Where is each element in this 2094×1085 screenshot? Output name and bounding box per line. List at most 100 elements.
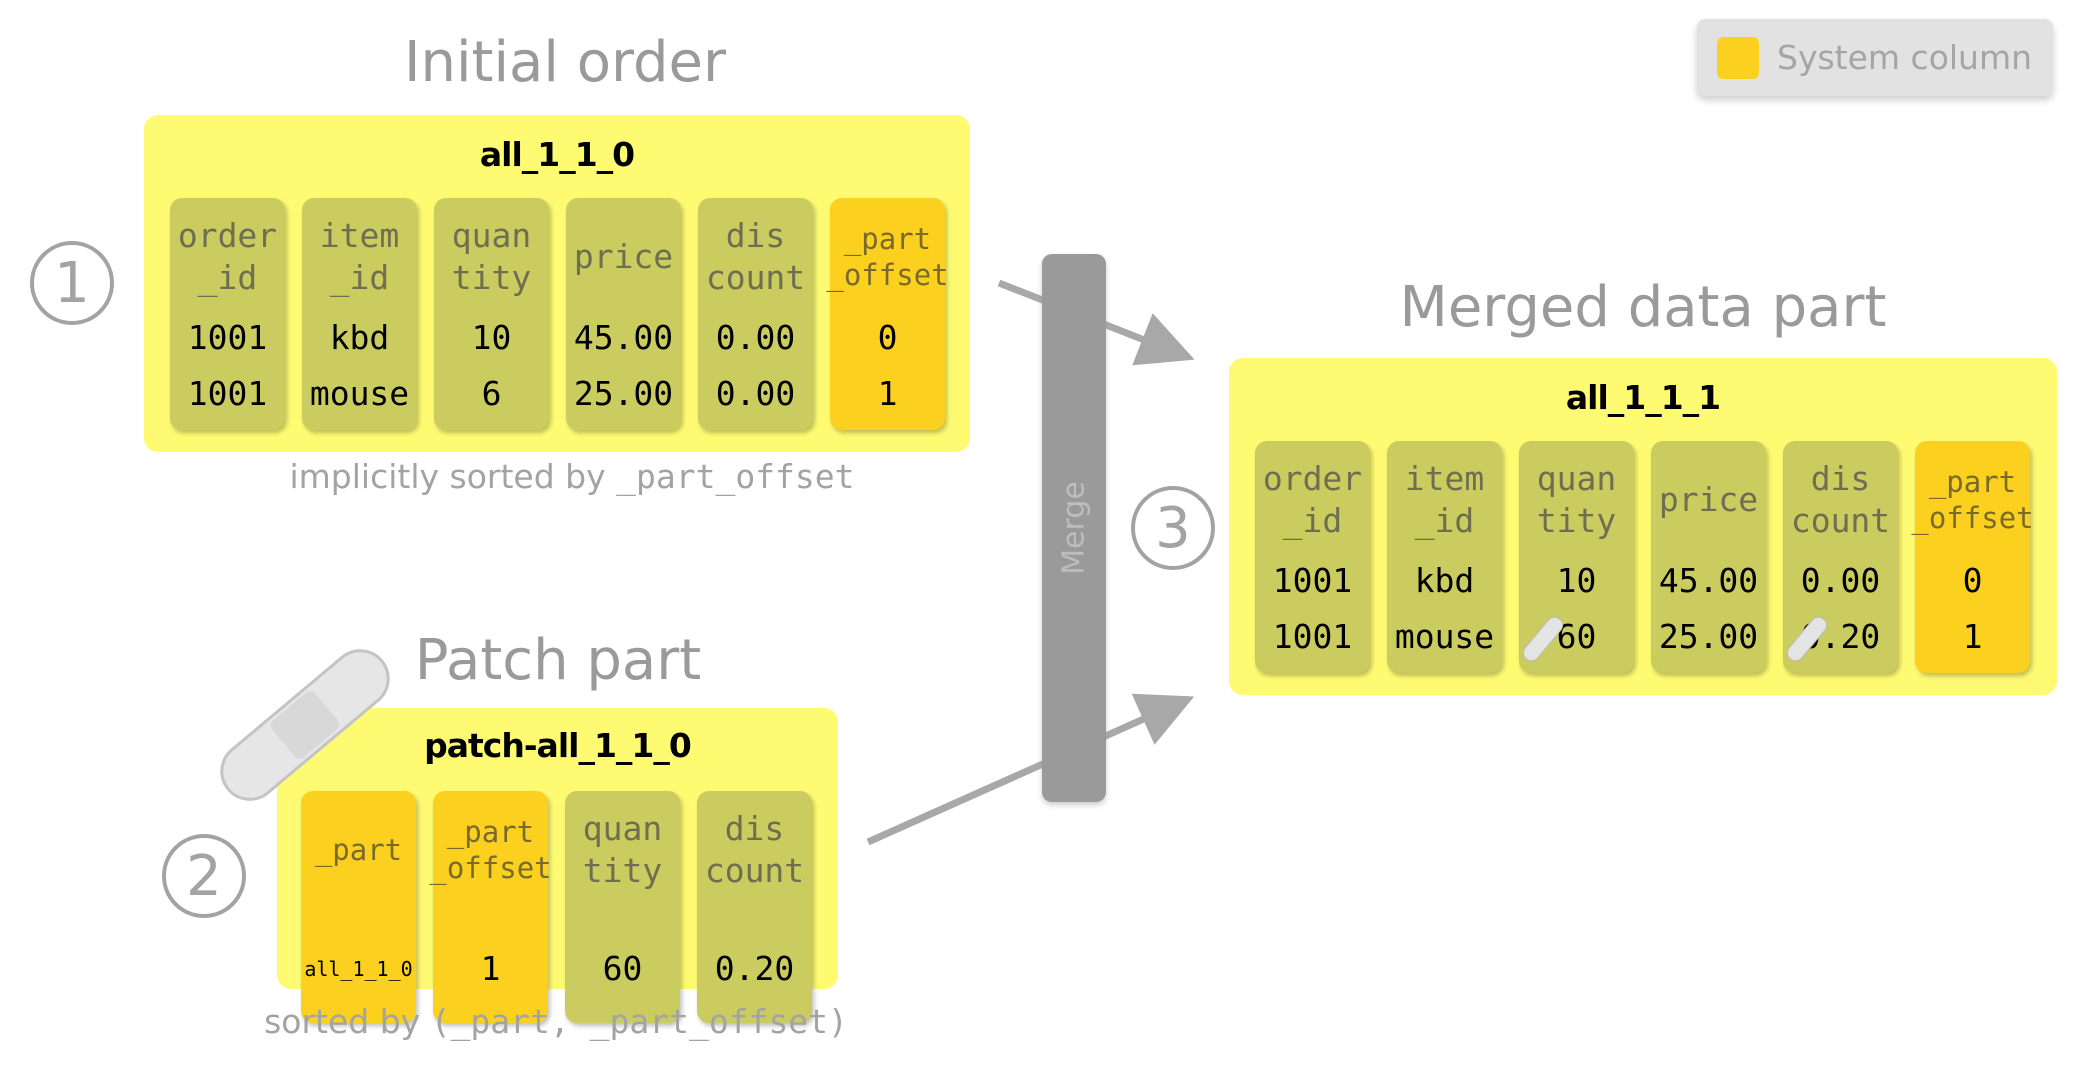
column-header: quan tity — [1536, 459, 1617, 540]
step-1-badge: 1 — [30, 241, 114, 325]
cell-value: 1001 — [1272, 617, 1353, 656]
patch-part-box: patch-all_1_1_0 _part all_1_1_0 _part _off… — [277, 708, 838, 1023]
caption-code: (_part, _part_offset) — [430, 1002, 848, 1041]
cell-value: 45.00 — [1658, 561, 1759, 600]
bandage-icon — [1787, 616, 1827, 662]
column-values: kbd mouse — [1387, 553, 1502, 665]
cell-value: 10 — [471, 318, 512, 357]
column: _part all_1_1_0 — [301, 791, 416, 1023]
column-header: quan tity — [582, 809, 663, 890]
cell-value: mouse — [1394, 617, 1495, 656]
part-name: all_1_1_0 — [479, 135, 635, 174]
caption-text: implicitly sorted by — [289, 457, 617, 496]
cell-value: 0 — [877, 318, 898, 357]
step-3-badge: 3 — [1131, 486, 1215, 570]
legend-label: System column — [1777, 38, 2033, 77]
caption-text: sorted by — [264, 1002, 431, 1041]
arrow-patch-to-merged — [866, 693, 1195, 846]
legend-swatch — [1717, 36, 1759, 79]
column-values: all_1_1_0 — [301, 941, 416, 997]
cell-value: 1001 — [187, 374, 268, 413]
arrow-initial-to-merged — [997, 279, 1195, 366]
patch-caption: sorted by (_part, _part_offset) — [264, 1002, 848, 1041]
column-header: price — [1658, 480, 1759, 519]
cell-value: 1001 — [1272, 561, 1353, 600]
column-header: dis count — [1790, 459, 1891, 540]
column-values: 1001 1001 — [1255, 553, 1370, 665]
merged-title: Merged data part — [1399, 275, 1887, 340]
cell-value: 0.00 — [715, 318, 796, 357]
column-values: 45.00 25.00 — [566, 310, 681, 422]
column: dis count 0.00 0.00 — [698, 198, 813, 430]
cell-value: 45.00 — [573, 318, 674, 357]
column-values: 1001 1001 — [170, 310, 285, 422]
cell-value: 25.00 — [573, 374, 674, 413]
bandage-icon — [1523, 616, 1563, 662]
column-header: price — [573, 237, 674, 276]
column: quan tity 60 — [565, 791, 680, 1023]
column: dis count 0.20 — [697, 791, 812, 1023]
cell-value: 0 — [1962, 561, 1983, 600]
column-header: _part — [314, 833, 403, 867]
cell-value: kbd — [329, 318, 390, 357]
part-name: patch-all_1_1_0 — [424, 726, 692, 765]
column-header: order _id — [177, 216, 278, 297]
cell-value: 6 — [481, 374, 502, 413]
patch-title: Patch part — [414, 628, 702, 693]
column: price 45.00 25.00 — [566, 198, 681, 430]
column-header: quan tity — [451, 216, 532, 297]
part-name: all_1_1_1 — [1565, 378, 1721, 417]
step-2-badge: 2 — [162, 834, 246, 918]
legend: System column — [1697, 19, 2053, 96]
cell-value: mouse — [309, 374, 410, 413]
cell-value: 0.20 — [1783, 609, 1898, 665]
column-header: item _id — [1404, 459, 1485, 540]
column-values: 60 — [565, 941, 680, 997]
cell-value: all_1_1_0 — [304, 957, 413, 981]
cell-value: 1 — [877, 374, 898, 413]
cell-value: 1 — [480, 949, 501, 988]
column-values: kbd mouse — [302, 310, 417, 422]
initial-caption: implicitly sorted by _part_offset — [289, 457, 854, 496]
column: order _id 1001 1001 — [170, 198, 285, 430]
bandage-icon — [220, 649, 390, 801]
cell-value: 0.20 — [714, 949, 795, 988]
column-values: 0.20 — [697, 941, 812, 997]
initial-title: Initial order — [403, 30, 727, 95]
merge-bar: Merge — [1042, 254, 1106, 802]
cell-value: 60 — [1519, 609, 1634, 665]
caption-code: _part_offset — [616, 457, 855, 496]
cell-value: kbd — [1414, 561, 1475, 600]
column-header: dis count — [705, 216, 806, 297]
cell-value: 1 — [1962, 617, 1983, 656]
column-header: _part _offset — [1911, 465, 2034, 535]
cell-value: 60 — [602, 949, 643, 988]
cell-value: 10 — [1556, 561, 1597, 600]
column-header: dis count — [704, 809, 805, 890]
column-header: _part _offset — [826, 222, 949, 292]
column-values: 0.00 0.00 — [698, 310, 813, 422]
cell-value: 1001 — [187, 318, 268, 357]
column-values: 1 — [433, 941, 548, 997]
cell-value: 0.00 — [715, 374, 796, 413]
